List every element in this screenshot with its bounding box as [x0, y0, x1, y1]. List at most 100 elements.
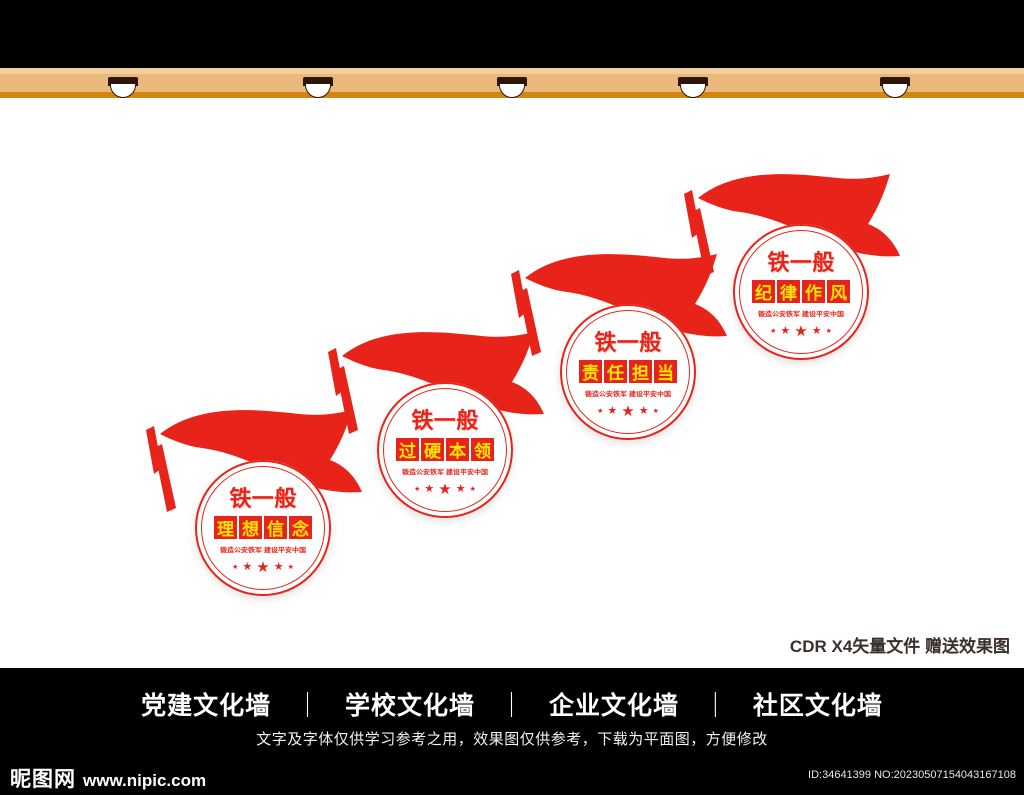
spotlight-bulb [305, 83, 331, 98]
spotlight-icon [678, 77, 708, 98]
star-icon: ★ [652, 408, 659, 415]
star-icon: ★ [621, 403, 635, 420]
keyword-box: 纪 [752, 280, 775, 303]
keyword-box: 过 [396, 438, 419, 461]
spotlight-icon [303, 77, 333, 98]
badge-subtitle: 锻造公安铁军 建设平安中国 [220, 547, 306, 554]
keyword-box: 信 [264, 516, 287, 539]
badge-subtitle: 锻造公安铁军 建设平安中国 [585, 391, 671, 398]
star-icon: ★ [232, 564, 239, 571]
badge-circle: 铁一般 责 任 担 当 锻造公安铁军 建设平安中国 ★ ★ ★ ★ ★ [560, 304, 696, 440]
star-icon: ★ [469, 486, 476, 493]
star-icon: ★ [794, 323, 808, 340]
badge-lixiang-xinnian: 铁一般 理 想 信 念 锻造公安铁军 建设平安中国 ★ ★ ★ ★ ★ [140, 408, 380, 598]
badge-title: 铁一般 [767, 250, 835, 275]
keyword-box: 领 [471, 438, 494, 461]
star-icon: ★ [825, 328, 832, 335]
circle-ring-inner [739, 230, 863, 354]
top-black-band [0, 0, 1024, 68]
star-icon: ★ [242, 561, 253, 573]
star-icon: ★ [424, 483, 435, 495]
flag-graphic [140, 408, 380, 538]
separator-3: ｜ [702, 692, 729, 720]
category-qiye: 企业文化墙 [548, 692, 679, 720]
badge-subtitle: 锻造公安铁军 建设平安中国 [758, 311, 844, 318]
flag-graphic [322, 330, 562, 460]
badge-keyword-row: 过 硬 本 领 [396, 438, 494, 461]
badge-title: 铁一般 [229, 486, 297, 511]
spotlight-bulb [499, 83, 525, 98]
badge-keyword-row: 理 想 信 念 [214, 516, 312, 539]
star-icon: ★ [780, 325, 791, 337]
site-logo: 昵图网 www.nipic.com [10, 763, 206, 793]
spotlight-icon [880, 77, 910, 98]
badge-content: 铁一般 过 硬 本 领 锻造公安铁军 建设平安中国 ★ ★ ★ ★ ★ [377, 382, 513, 518]
badge-jilv-zuofeng: 铁一般 纪 律 作 风 锻造公安铁军 建设平安中国 ★ ★ ★ ★ ★ [678, 172, 918, 362]
keyword-box: 律 [777, 280, 800, 303]
badge-keyword-row: 纪 律 作 风 [752, 280, 850, 303]
keyword-box: 责 [579, 360, 602, 383]
spotlight-icon [497, 77, 527, 98]
badge-circle: 铁一般 过 硬 本 领 锻造公安铁军 建设平安中国 ★ ★ ★ ★ ★ [377, 382, 513, 518]
cdr-file-note: CDR X4矢量文件 赠送效果图 [789, 637, 1010, 656]
badge-zeren-dandang: 铁一般 责 任 担 当 锻造公安铁军 建设平安中国 ★ ★ ★ ★ ★ [505, 252, 745, 442]
flag-graphic [505, 252, 745, 382]
keyword-box: 理 [214, 516, 237, 539]
badge-stars: ★ ★ ★ ★ ★ [232, 560, 294, 575]
separator-2: ｜ [498, 692, 525, 720]
badge-stars: ★ ★ ★ ★ ★ [770, 324, 832, 339]
asset-id-line: ID:34641399 NO:20230507154043167108 [808, 769, 1016, 781]
footer-disclaimer: 文字及字体仅供学习参考之用，效果图仅供参考，下载为平面图，方便修改 [256, 731, 768, 748]
circle-ring-inner [566, 310, 690, 434]
keyword-box: 念 [289, 516, 312, 539]
spotlight-icon [108, 77, 138, 98]
badge-content: 铁一般 理 想 信 念 锻造公安铁军 建设平安中国 ★ ★ ★ ★ ★ [195, 460, 331, 596]
badge-title: 铁一般 [594, 330, 662, 355]
spotlight-bulb [680, 83, 706, 98]
circle-ring-inner [201, 466, 325, 590]
star-icon: ★ [438, 481, 452, 498]
keyword-box: 作 [802, 280, 825, 303]
star-icon: ★ [287, 564, 294, 571]
flag-graphic [678, 172, 918, 302]
spotlight-cap [108, 77, 138, 86]
badge-content: 铁一般 纪 律 作 风 锻造公安铁军 建设平安中国 ★ ★ ★ ★ ★ [733, 224, 869, 360]
badge-stars: ★ ★ ★ ★ ★ [414, 482, 476, 497]
star-icon: ★ [455, 483, 466, 495]
star-icon: ★ [607, 405, 618, 417]
spotlight-cap [678, 77, 708, 86]
badge-circle: 铁一般 纪 律 作 风 锻造公安铁军 建设平安中国 ★ ★ ★ ★ ★ [733, 224, 869, 360]
star-icon: ★ [638, 405, 649, 417]
circle-ring-outer [377, 382, 513, 518]
separator-1: ｜ [295, 692, 322, 720]
star-icon: ★ [770, 328, 777, 335]
keyword-box: 任 [604, 360, 627, 383]
star-icon: ★ [811, 325, 822, 337]
badge-stars: ★ ★ ★ ★ ★ [597, 404, 659, 419]
keyword-box: 想 [239, 516, 262, 539]
spotlight-cap [497, 77, 527, 86]
star-icon: ★ [256, 559, 270, 576]
star-icon: ★ [597, 408, 604, 415]
circle-ring-outer [195, 460, 331, 596]
badge-subtitle: 锻造公安铁军 建设平安中国 [402, 469, 488, 476]
badge-guoying-benling: 铁一般 过 硬 本 领 锻造公安铁军 建设平安中国 ★ ★ ★ ★ ★ [322, 330, 562, 520]
badge-keyword-row: 责 任 担 当 [579, 360, 677, 383]
spotlight-cap [880, 77, 910, 86]
keyword-box: 风 [827, 280, 850, 303]
badge-title: 铁一般 [411, 408, 479, 433]
star-icon: ★ [414, 486, 421, 493]
circle-ring-outer [733, 224, 869, 360]
keyword-box: 担 [629, 360, 652, 383]
star-icon: ★ [273, 561, 284, 573]
rail-highlight [0, 68, 1024, 74]
keyword-box: 当 [654, 360, 677, 383]
badge-circle: 铁一般 理 想 信 念 锻造公安铁军 建设平安中国 ★ ★ ★ ★ ★ [195, 460, 331, 596]
spotlight-cap [303, 77, 333, 86]
circle-ring-inner [383, 388, 507, 512]
logo-url: www.nipic.com [83, 771, 207, 790]
spotlight-bulb [882, 83, 908, 98]
keyword-box: 硬 [421, 438, 444, 461]
category-dangjian: 党建文化墙 [141, 692, 272, 720]
